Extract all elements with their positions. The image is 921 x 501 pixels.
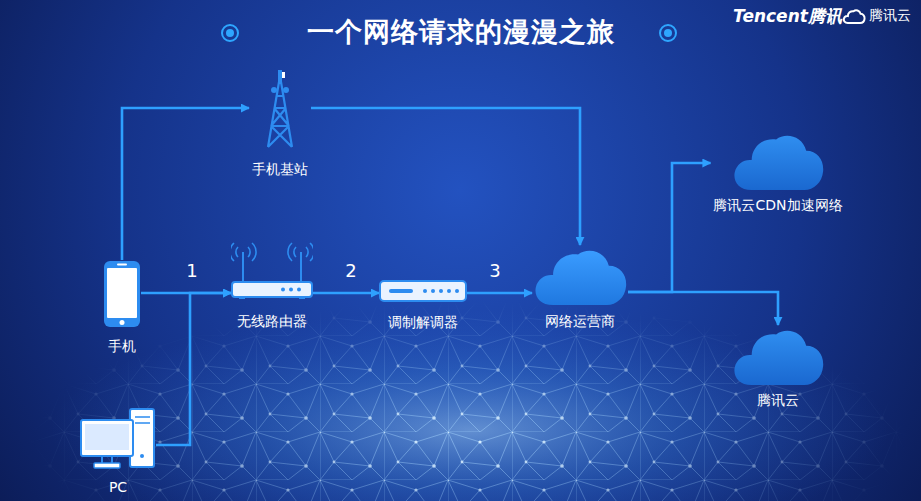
phone-node: 手机 [103, 260, 141, 354]
logo-text: Tencent腾讯 [733, 5, 842, 28]
node-label: 无线路由器 [234, 313, 310, 329]
node-label: 手机 [105, 338, 139, 354]
connector-arrow [628, 163, 710, 292]
node-label: 手机基站 [249, 161, 311, 177]
connector-arrow [628, 292, 778, 325]
isp-cloud-node: 网络运营商 [532, 245, 628, 329]
connector-arrow [311, 108, 580, 245]
connector-arrow [156, 293, 231, 445]
modem-node: 调制解调器 [379, 280, 467, 330]
base-station-icon [263, 68, 297, 148]
logo-text: 腾讯云 [869, 7, 911, 25]
node-label: PC [106, 479, 130, 495]
pc-icon [80, 408, 156, 470]
node-label: 腾讯云CDN加速网络 [710, 197, 845, 213]
node-label: 腾讯云 [754, 392, 802, 408]
cloud-icon [532, 245, 628, 307]
step-number: 1 [186, 261, 197, 281]
connector-arrow [122, 108, 249, 260]
router-node: 无线路由器 [231, 240, 313, 329]
cloud-icon [731, 325, 825, 387]
base-station-node: 手机基站 [249, 68, 311, 177]
tencent-cloud-node: 腾讯云 [731, 325, 825, 408]
cloud-icon [731, 130, 825, 192]
node-label: 网络运营商 [542, 313, 618, 329]
title-bullet [660, 25, 676, 41]
pc-node: PC [80, 408, 156, 495]
title-bullet [222, 25, 238, 41]
modem-icon [379, 280, 467, 302]
cdn-cloud-node: 腾讯云CDN加速网络 [710, 130, 845, 213]
step-number: 3 [489, 261, 500, 281]
connector-arrow [467, 292, 532, 295]
router-icon [231, 240, 313, 300]
connector-arrow [313, 292, 379, 295]
phone-icon [103, 260, 141, 328]
node-label: 调制解调器 [385, 314, 461, 330]
logo-cloud-icon [844, 10, 865, 23]
step-number: 2 [345, 261, 356, 281]
